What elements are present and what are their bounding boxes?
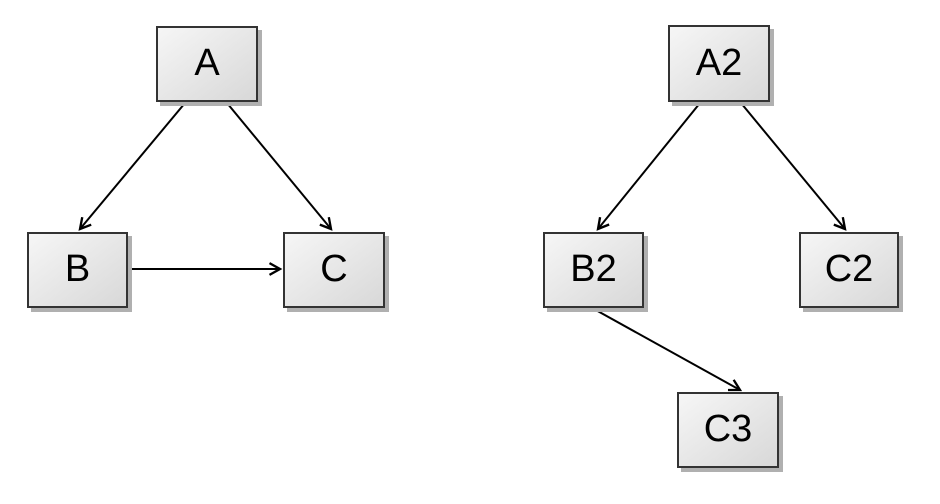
node-B: B (27, 232, 128, 308)
node-A2: A2 (668, 25, 770, 102)
node-B2: B2 (543, 232, 644, 308)
node-label-A: A (194, 42, 220, 84)
edge-B2-C3 (593, 308, 740, 390)
edge-A-B (80, 102, 186, 229)
node-A: A (156, 26, 258, 102)
node-C3: C3 (677, 392, 779, 468)
edge-A-C (226, 102, 331, 229)
node-label-C3: C3 (703, 408, 753, 450)
node-label-B: B (64, 248, 91, 290)
node-label-C2: C2 (824, 248, 874, 290)
node-C: C (283, 232, 385, 308)
edge-A2-C2 (740, 102, 845, 229)
node-label-A2: A2 (695, 41, 743, 84)
node-label-C: C (320, 248, 348, 290)
node-C2: C2 (799, 232, 899, 308)
edge-A2-B2 (598, 102, 701, 229)
edges-group (80, 102, 845, 390)
node-label-B2: B2 (570, 248, 617, 290)
